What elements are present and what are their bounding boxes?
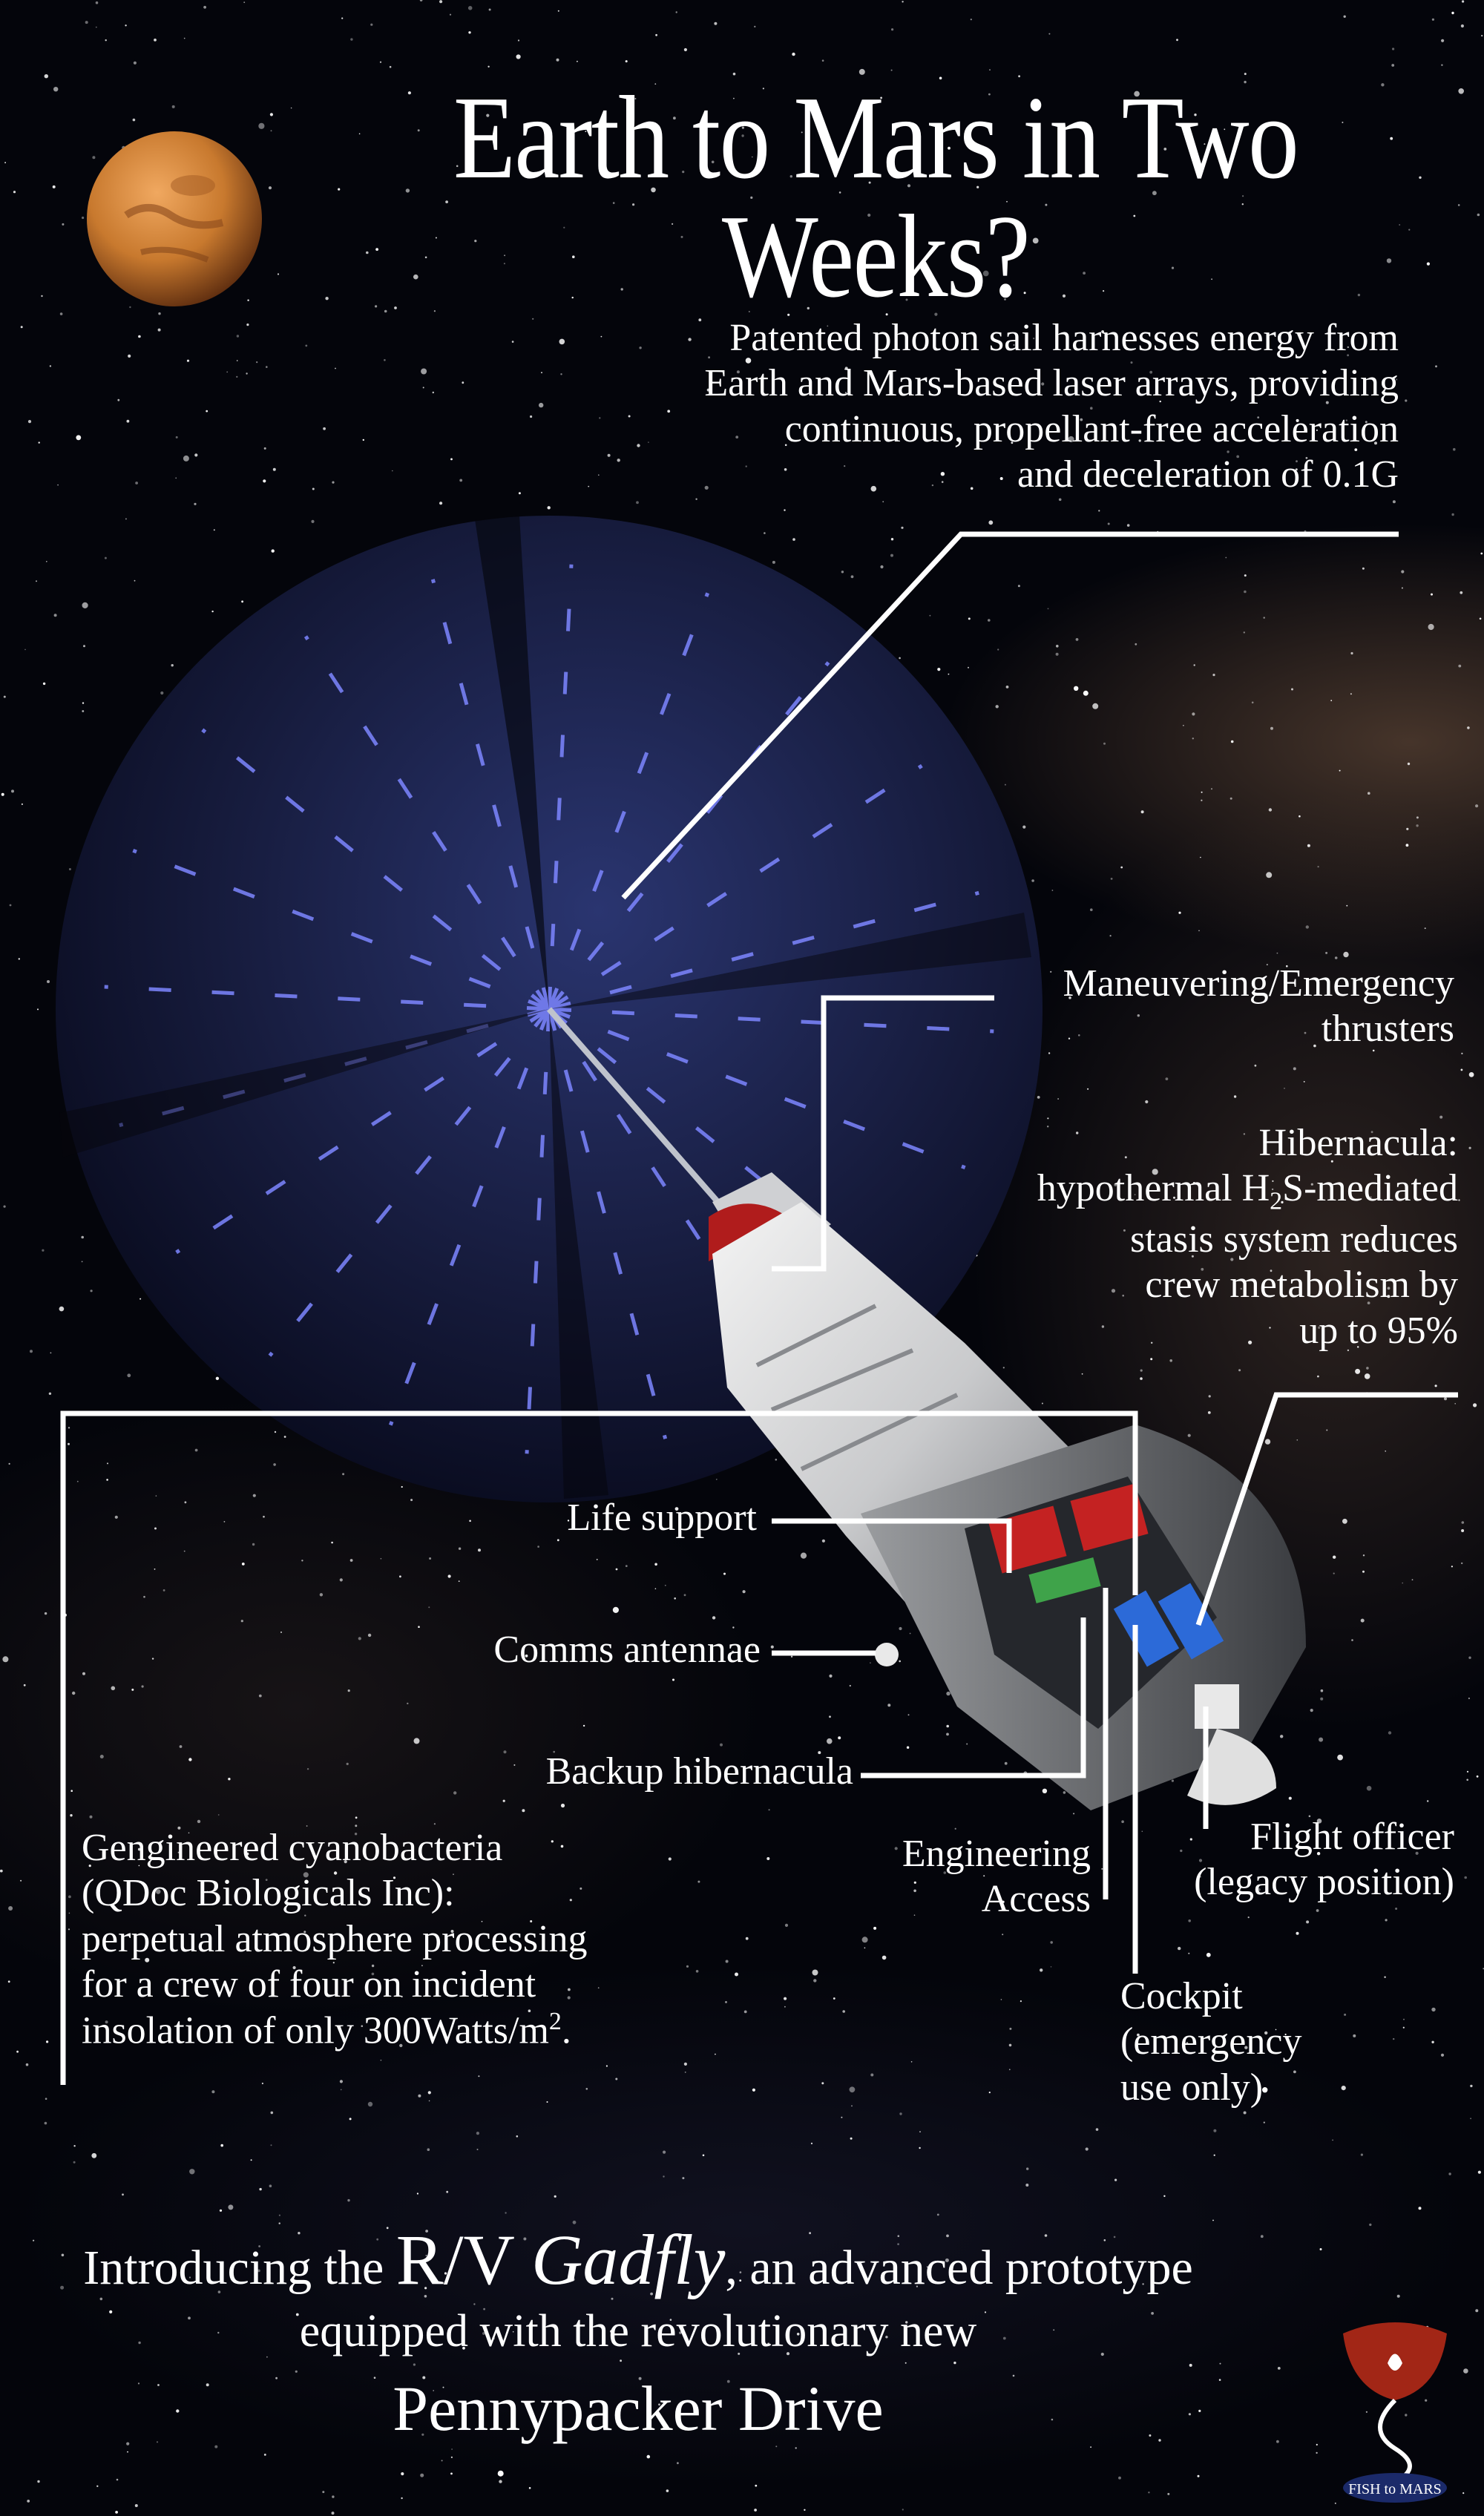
- flight-officer-line-1: Flight officer: [1250, 1816, 1454, 1858]
- life-support-callout-line: [772, 1518, 1012, 1573]
- vessel-name: Gadfly: [531, 2220, 726, 2299]
- hibernacula-callout: Hibernacula: hypothermal H2S-mediated st…: [1037, 1120, 1458, 1353]
- thrusters-callout: Maneuvering/Emergency thrusters: [1063, 961, 1454, 1052]
- sail-callout-line: [621, 531, 1399, 900]
- hibernacula-callout-line-4: crew metabolism by: [1145, 1264, 1458, 1307]
- life-support-label: Life support: [567, 1497, 757, 1539]
- cyanobacteria-line-4: for a crew of four on incident: [82, 1963, 536, 2006]
- hibernacula-callout-line: [1195, 1392, 1458, 1626]
- cockpit-label: Cockpit (emergency use only): [1120, 1974, 1301, 2110]
- sail-callout-line-1: Patented photon sail harnesses energy fr…: [729, 317, 1399, 359]
- cockpit-line-3: use only): [1120, 2066, 1264, 2109]
- hibernacula-callout-line-3: stasis system reduces: [1130, 1218, 1458, 1261]
- cyanobacteria-callout: Gengineered cyanobacteria (QDoc Biologic…: [82, 1825, 588, 2054]
- footer-line-3: Pennypacker Drive: [393, 2373, 884, 2444]
- backup-hibernacula-label: Backup hibernacula: [545, 1750, 853, 1793]
- thrusters-callout-line: [772, 995, 994, 1272]
- footer-line-2: equipped with the revolutionary new: [299, 2306, 977, 2356]
- hibernacula-callout-line-1: Hibernacula:: [1258, 1122, 1458, 1164]
- cyanobacteria-line-5: insolation of only 300Watts/m2.: [82, 2008, 571, 2052]
- footer-line-1: Introducing the R/V Gadfly, an advanced …: [83, 2220, 1193, 2299]
- footer-tagline: Introducing the R/V Gadfly, an advanced …: [0, 2218, 1276, 2446]
- thrusters-callout-line-2: thrusters: [1321, 1008, 1454, 1051]
- thrusters-callout-line-1: Maneuvering/Emergency: [1063, 962, 1454, 1005]
- engineering-access-label: Engineering Access: [902, 1831, 1091, 1922]
- comms-antennae-label: Comms antennae: [493, 1629, 761, 1671]
- cyanobacteria-line-1: Gengineered cyanobacteria: [82, 1827, 503, 1869]
- flight-officer-label: Flight officer (legacy position): [1194, 1814, 1454, 1905]
- mars-planet: [87, 131, 262, 306]
- engineering-line-2: Access: [981, 1878, 1091, 1921]
- cockpit-line-2: (emergency: [1120, 2020, 1302, 2063]
- cyanobacteria-line-3: perpetual atmosphere processing: [82, 1917, 588, 1960]
- sail-callout: Patented photon sail harnesses energy fr…: [704, 315, 1399, 497]
- cockpit-line-1: Cockpit: [1120, 1975, 1243, 2017]
- sail-callout-line-4: and deceleration of 0.1G: [1017, 453, 1399, 496]
- cyanobacteria-line-2: (QDoc Biologicals Inc):: [82, 1872, 455, 1915]
- flight-officer-line-2: (legacy position): [1194, 1861, 1454, 1904]
- logo-text: FISH to MARS: [1348, 2481, 1442, 2497]
- cyanobacteria-callout-line: [60, 1410, 1138, 2085]
- engineering-line-1: Engineering: [902, 1833, 1091, 1875]
- page-title: Earth to Mars in Two Weeks?: [453, 71, 1299, 322]
- hibernacula-callout-line-2: hypothermal H2S-mediated: [1037, 1167, 1458, 1215]
- backup-callout-line: [861, 1617, 1086, 1778]
- fish-to-mars-logo: FISH to MARS: [1343, 2322, 1447, 2503]
- hibernacula-callout-line-5: up to 95%: [1299, 1309, 1458, 1352]
- sail-callout-line-3: continuous, propellant-free acceleration: [784, 407, 1399, 450]
- sail-callout-line-2: Earth and Mars-based laser arrays, provi…: [704, 362, 1399, 405]
